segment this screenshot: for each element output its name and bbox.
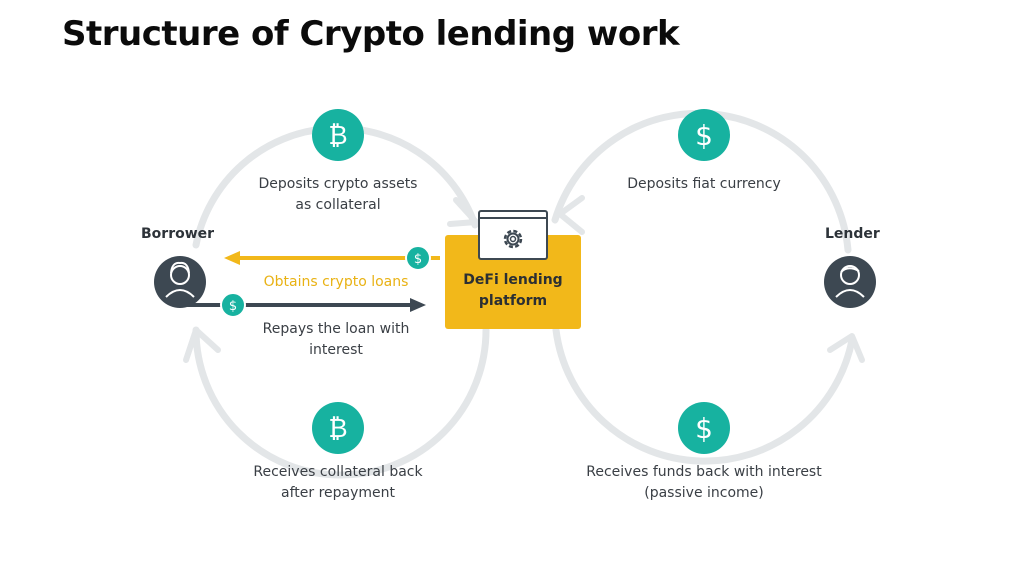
- dollar-return-circle: [678, 402, 730, 454]
- lender-label: Lender: [825, 226, 880, 242]
- loop-arrowhead-top-right: [557, 195, 585, 235]
- dollar-deposit-circle: [678, 109, 730, 161]
- dollar-icon: $: [695, 412, 713, 445]
- loop-arrowhead-top-left: [447, 197, 479, 227]
- repay-dollar-circle: [220, 292, 246, 318]
- loop-arrowhead-bottom-left: [183, 327, 221, 363]
- borrower-label: Borrower: [141, 226, 215, 242]
- obtain-loans-label: Obtains crypto loans: [263, 274, 409, 290]
- gear-icon: [503, 229, 523, 249]
- collateral-back-line2: after repayment: [281, 485, 395, 501]
- dollar-icon: $: [414, 252, 422, 267]
- repay-loan-line1: Repays the loan with: [262, 321, 410, 337]
- loop-arrowheads: [183, 195, 865, 363]
- deposit-crypto-label: Deposits crypto assets as collateral: [218, 174, 458, 216]
- bitcoin-deposit-circle: [312, 109, 364, 161]
- collateral-back-label: Receives collateral back after repayment: [218, 462, 458, 504]
- funds-back-line1: Receives funds back with interest: [586, 464, 822, 480]
- repay-loan-label: Repays the loan with interest: [226, 319, 446, 361]
- dollar-icon: $: [229, 299, 237, 314]
- repay-loan-line2: interest: [309, 342, 363, 358]
- deposit-crypto-line2: as collateral: [295, 197, 381, 213]
- collateral-back-line1: Receives collateral back: [253, 464, 423, 480]
- deposit-crypto-line1: Deposits crypto assets: [258, 176, 418, 192]
- funds-back-line2: (passive income): [644, 485, 764, 501]
- deposit-fiat-label: Deposits fiat currency: [627, 176, 781, 192]
- platform-label: DeFi lending platform: [445, 270, 581, 312]
- platform-label-line1: DeFi lending: [463, 272, 563, 288]
- bitcoin-return-circle: [312, 402, 364, 454]
- bitcoin-icon: ₿: [328, 414, 347, 444]
- borrower-avatar-icon: [154, 256, 206, 308]
- platform-label-line2: platform: [478, 293, 548, 309]
- loop-arc-bottom-right: [552, 326, 856, 465]
- lender-avatar-icon: [824, 256, 876, 308]
- page-title: Structure of Crypto lending work: [62, 14, 680, 54]
- loop-arc-bottom-left: [192, 326, 490, 479]
- loop-arrowhead-bottom-right: [827, 333, 865, 363]
- bitcoin-icon: ₿: [328, 121, 347, 151]
- loan-dollar-circle: [405, 245, 431, 271]
- dollar-icon: $: [695, 119, 713, 152]
- funds-back-label: Receives funds back with interest (passi…: [564, 462, 844, 504]
- platform-window-icon: [478, 210, 548, 260]
- repay-loan-arrow: [180, 298, 426, 312]
